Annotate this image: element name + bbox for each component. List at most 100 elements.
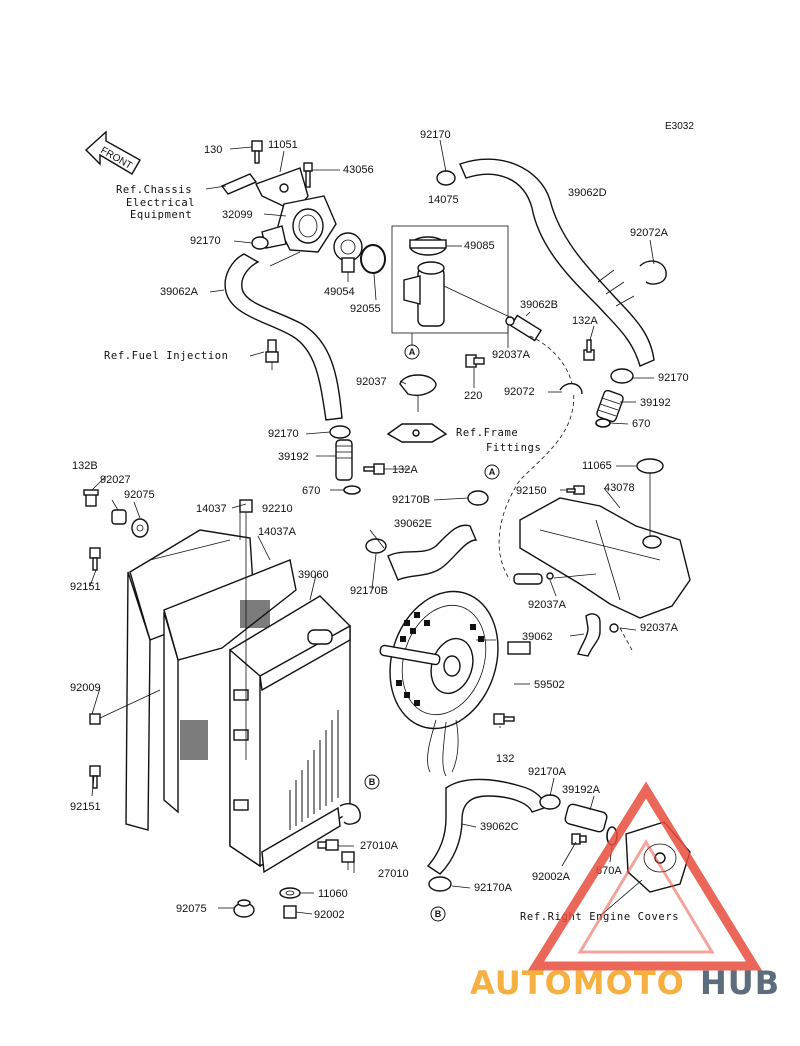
- gasket-11060-icon: [279, 887, 301, 899]
- hose-39062D-icon: [459, 158, 655, 367]
- part-label: 92210: [262, 503, 293, 515]
- part-label: 14075: [428, 194, 459, 206]
- tank-cap-11065-icon: [636, 458, 664, 536]
- part-label: 92150: [516, 485, 547, 497]
- part-label: 92170B: [392, 494, 430, 506]
- part-label: 132A: [392, 464, 418, 476]
- part-label: 670: [632, 418, 650, 430]
- part-label: 43056: [343, 164, 374, 176]
- nut-92210-icon: [239, 499, 253, 513]
- part-label: 92002A: [532, 871, 571, 883]
- thermostat-49054-icon: [333, 232, 363, 273]
- part-label: 92027: [100, 474, 131, 486]
- thermostat-housing-32099-icon: [261, 195, 337, 253]
- clamp-92170B-top-icon: [467, 490, 489, 506]
- shroud-14037A-icon: [163, 559, 297, 814]
- part-label: 92170: [420, 129, 451, 141]
- bolt-92151-top-icon: [89, 547, 101, 571]
- reserve-tank-43078-icon: [519, 497, 691, 619]
- part-label: 32099: [222, 209, 253, 221]
- part-label: 39062E: [394, 518, 432, 530]
- clamp-92170-mid-icon: [329, 425, 351, 439]
- clamp-92072A-icon: [639, 260, 667, 285]
- part-label: 27010A: [360, 840, 399, 852]
- part-label: 39062A: [160, 286, 199, 298]
- pipe-39192-mid-icon: [335, 439, 353, 481]
- watermark-text-2: HUB: [700, 964, 780, 1002]
- ref-frame-1: Ref.Frame: [456, 427, 518, 439]
- marker-B-right: B: [364, 774, 380, 790]
- bracket-11051-icon: [220, 167, 309, 213]
- part-label: 92072A: [630, 227, 669, 239]
- grommet-92075-top-icon: [131, 518, 149, 538]
- collar-92027-icon: [111, 509, 127, 525]
- part-label: 670A: [596, 865, 622, 877]
- part-label: 39192: [640, 397, 671, 409]
- bolt-132-icon: [493, 713, 515, 725]
- tube-tank-icon: [513, 572, 554, 585]
- radiator-39060-icon: [229, 595, 351, 874]
- part-label: 39192: [278, 451, 309, 463]
- bolt-132A-top-icon: [583, 339, 595, 361]
- ref-fuel-injection: Ref.Fuel Injection: [104, 350, 229, 362]
- bolt-43056-icon: [303, 162, 313, 188]
- part-label: 49085: [464, 240, 495, 252]
- cooling-fan-59502-icon: [379, 590, 531, 777]
- part-label: 670: [302, 485, 320, 497]
- plug-92002-icon: [283, 905, 297, 919]
- hose-39062-icon: [577, 613, 601, 657]
- marker-A-mid: A: [484, 464, 500, 480]
- front-arrow-icon: FRONT: [84, 130, 141, 175]
- part-label: 92075: [176, 903, 207, 915]
- filler-group-outline: [391, 225, 509, 334]
- part-label: 92170: [268, 428, 299, 440]
- o-ring-670-mid-icon: [343, 485, 361, 495]
- outlet-pipe-icon: [339, 802, 361, 825]
- part-label: 27010: [378, 868, 409, 880]
- bolt-92151-bot-icon: [89, 765, 101, 789]
- o-ring-670-right-icon: [595, 418, 611, 428]
- part-label: 59502: [534, 679, 565, 691]
- part-labels: 130 11051 43056 92170 14075 39062D 32099…: [70, 129, 689, 921]
- ref-chassis-2: Electrical: [126, 197, 195, 209]
- part-label: 39062C: [480, 821, 519, 833]
- marker-A-top: A: [404, 344, 420, 360]
- clip-92037-icon: [399, 374, 437, 412]
- bolt-130-icon: [251, 140, 263, 164]
- part-label: 39062: [522, 631, 553, 643]
- sensor-fuel-injection-icon: [265, 339, 279, 370]
- part-label: 130: [204, 144, 222, 156]
- hose-39062E-icon: [387, 524, 478, 581]
- sensor-27010-icon: [341, 851, 355, 870]
- filler-neck-icon: [403, 261, 517, 327]
- clamp-92170A-top-icon: [539, 794, 561, 810]
- hose-39062C-icon: [426, 778, 545, 875]
- part-label: 11065: [582, 460, 612, 472]
- part-label: 92037A: [640, 622, 679, 634]
- part-label: 132: [496, 753, 514, 765]
- o-ring-92055-icon: [360, 244, 386, 274]
- clamp-92170-left-icon: [251, 236, 269, 250]
- part-label: 220: [464, 390, 482, 402]
- bolt-132B-icon: [83, 489, 99, 507]
- part-label: 14037A: [258, 526, 297, 538]
- svg-text:B: B: [369, 777, 376, 787]
- hose-39062A-icon: [224, 253, 343, 421]
- part-label: 92009: [70, 682, 101, 694]
- svg-text:B: B: [435, 909, 442, 919]
- shroud-14037-icon: [125, 529, 255, 831]
- part-label: 92037A: [492, 349, 531, 361]
- hose-39062B-icon: [505, 314, 543, 342]
- watermark-triangle-icon: [527, 781, 763, 971]
- part-label: 39060: [298, 569, 329, 581]
- part-label: 92002: [314, 909, 345, 921]
- part-label: 92055: [350, 303, 381, 315]
- ref-chassis-1: Ref.Chassis: [116, 184, 192, 196]
- part-label: 92151: [70, 581, 101, 593]
- bolt-92002A-icon: [571, 833, 587, 845]
- clamp-92170-right-icon: [610, 368, 634, 384]
- part-label: 43078: [604, 482, 635, 494]
- part-label: 49054: [324, 286, 355, 298]
- svg-text:A: A: [489, 467, 496, 477]
